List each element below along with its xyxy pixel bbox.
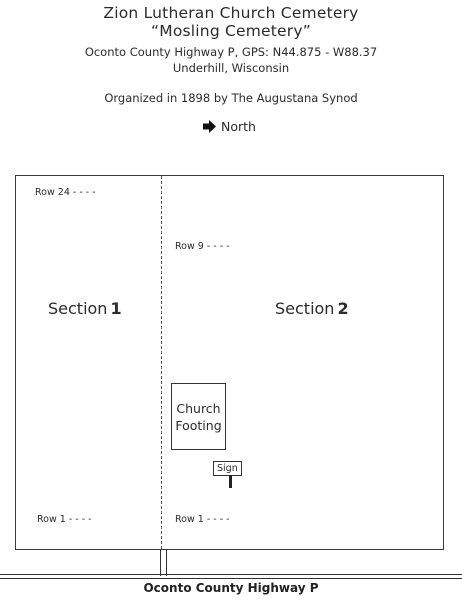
cemetery-subtitle: “Mosling Cemetery” (151, 22, 311, 40)
sign-marker: Sign (213, 461, 242, 476)
north-label: North (221, 119, 256, 134)
section-divider (161, 176, 162, 549)
row-label-section1-top: Row 24 - - - - (35, 187, 96, 198)
highway-label: Oconto County Highway P (143, 581, 319, 595)
church-footing-line1: Church (176, 400, 221, 416)
location-line: Oconto County Highway P, GPS: N44.875 - … (84, 45, 378, 59)
row-label-section1-bottom: Row 1 - - - - (37, 514, 92, 525)
north-indicator: North (203, 119, 256, 134)
town-line: Underhill, Wisconsin (172, 61, 290, 75)
section-1-word: Section (48, 299, 108, 318)
section-2-number: 2 (337, 299, 349, 318)
arrow-right-icon (203, 120, 216, 133)
driveway (160, 549, 167, 576)
cemetery-title: Zion Lutheran Church Cemetery (103, 4, 359, 22)
section-2-word: Section (275, 299, 335, 318)
section-1-number: 1 (110, 299, 122, 318)
organized-line: Organized in 1898 by The Augustana Synod (104, 91, 358, 105)
row-label-section2-top: Row 9 - - - - (175, 241, 230, 252)
cemetery-plot: Row 24 - - - - Row 9 - - - - Row 1 - - -… (15, 175, 444, 550)
sign-post (229, 475, 232, 488)
church-footing-line2: Footing (175, 417, 222, 433)
row-label-section2-bottom: Row 1 - - - - (175, 514, 230, 525)
church-footing: Church Footing (171, 383, 226, 450)
highway-road (0, 574, 462, 579)
